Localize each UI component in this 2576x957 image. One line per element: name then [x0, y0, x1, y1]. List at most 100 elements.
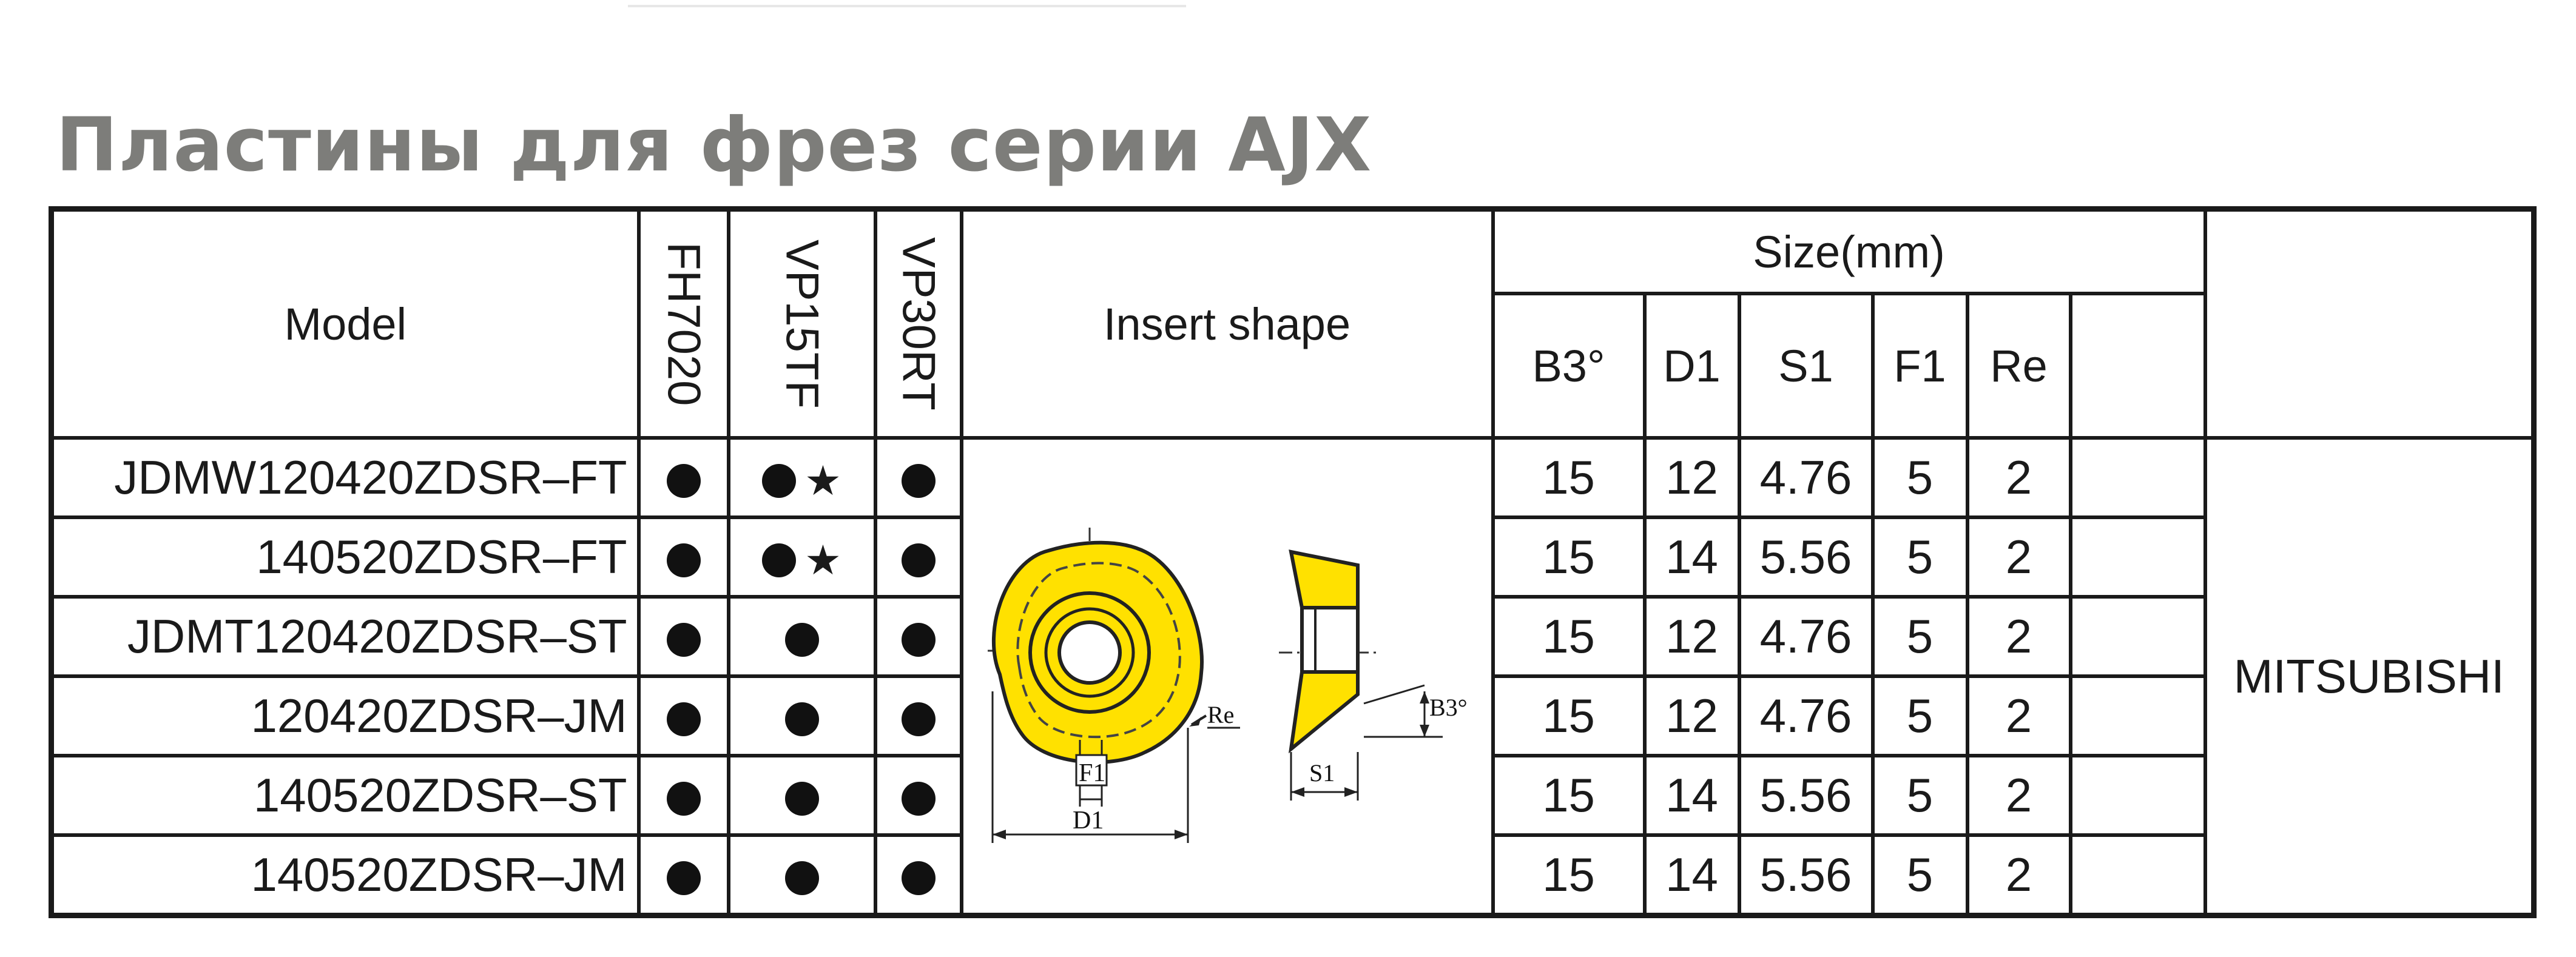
size-cell-d1: 12	[1642, 436, 1741, 519]
size-cell-re: 2	[1965, 515, 2072, 599]
size-cell-re: 2	[1965, 833, 2072, 918]
size-cell-f1: 5	[1870, 833, 1969, 918]
insert-shape-cell: Re F1 D1	[959, 436, 1495, 918]
availability-dot-icon	[901, 543, 936, 578]
availability-dot-icon	[901, 702, 936, 737]
grade-cell-vp30rt	[873, 595, 963, 678]
size-cell-b3: 15	[1491, 833, 1647, 918]
model-cell: 140520ZDSR–JM	[49, 833, 641, 918]
insert-spec-table: Model FH7020 VP15TF VP30RT Insert shape …	[49, 206, 2537, 918]
size-header-f1: F1	[1870, 292, 1969, 440]
size-cell-re: 2	[1965, 595, 2072, 678]
grade-cell-fh7020	[636, 674, 730, 757]
size-cell-blank	[2068, 754, 2207, 837]
model-cell: 120420ZDSR–JM	[49, 674, 641, 757]
grade-cell-vp30rt	[873, 515, 963, 599]
size-cell-d1: 14	[1642, 515, 1741, 599]
size-cell-blank	[2068, 515, 2207, 599]
grade-cell-fh7020	[636, 515, 730, 599]
grade-cell-vp15tf: ★	[726, 515, 877, 599]
size-header-d1: D1	[1642, 292, 1741, 440]
availability-dot-icon	[666, 702, 701, 737]
model-cell: 140520ZDSR–ST	[49, 754, 641, 837]
grade-cell-vp30rt	[873, 754, 963, 837]
size-cell-f1: 5	[1870, 515, 1969, 599]
availability-dot-icon	[784, 623, 819, 657]
size-header-b3: B3°	[1491, 292, 1647, 440]
availability-dot-icon	[784, 861, 819, 896]
insert-shape-diagram: Re F1 D1	[987, 528, 1468, 843]
size-cell-d1: 14	[1642, 754, 1741, 837]
size-cell-s1: 5.56	[1737, 754, 1875, 837]
star-icon: ★	[804, 536, 841, 585]
page-title: Пластины для фрез серии AJX	[56, 102, 1372, 188]
size-cell-blank	[2068, 833, 2207, 918]
size-cell-b3: 15	[1491, 595, 1647, 678]
manufacturer-header	[2203, 207, 2536, 440]
diagram-label-d1: D1	[1073, 807, 1104, 834]
size-cell-s1: 4.76	[1737, 595, 1875, 678]
model-cell: JDMW120420ZDSR–FT	[49, 436, 641, 519]
size-cell-re: 2	[1965, 674, 2072, 757]
size-cell-s1: 5.56	[1737, 833, 1875, 918]
size-cell-b3: 15	[1491, 436, 1647, 519]
availability-dot-icon	[784, 702, 819, 737]
availability-dot-icon	[666, 464, 701, 499]
model-cell: JDMT120420ZDSR–ST	[49, 595, 641, 678]
size-cell-f1: 5	[1870, 436, 1969, 519]
grade-label: VP30RT	[892, 237, 945, 411]
diagram-label-re: Re	[1207, 701, 1234, 728]
grade-cell-fh7020	[636, 833, 730, 918]
size-cell-blank	[2068, 436, 2207, 519]
star-icon: ★	[804, 457, 841, 505]
availability-dot-icon	[666, 543, 701, 578]
availability-dot-icon	[666, 782, 701, 816]
size-cell-s1: 4.76	[1737, 436, 1875, 519]
size-cell-b3: 15	[1491, 515, 1647, 599]
header-row-sizes: B3° D1 S1 F1 Re	[52, 292, 2534, 440]
table-row: 140520ZDSR–JM 15 14 5.56 5 2	[49, 833, 2534, 918]
grade-cell-vp30rt	[873, 436, 963, 519]
diagram-label-s1: S1	[1309, 759, 1335, 787]
header-row-top: Model FH7020 VP15TF VP30RT Insert shape …	[49, 207, 2536, 440]
table-row: JDMT120420ZDSR–ST 15 12 4.76 5 2	[49, 595, 2534, 678]
size-cell-f1: 5	[1870, 595, 1969, 678]
size-cell-b3: 15	[1491, 674, 1647, 757]
insert-side-view-icon	[1288, 549, 1360, 754]
size-cell-d1: 14	[1642, 833, 1741, 918]
manufacturer-cell: MITSUBISHI	[2203, 436, 2536, 918]
size-cell-s1: 4.76	[1737, 674, 1875, 757]
grade-label: FH7020	[658, 241, 710, 406]
grade-cell-fh7020	[636, 754, 730, 837]
grade-cell-vp15tf: ★	[726, 436, 877, 519]
size-header-re: Re	[1965, 292, 2072, 440]
grade-cell-vp15tf	[726, 833, 877, 918]
diagram-label-b3: B3°	[1429, 694, 1468, 721]
table-row: 140520ZDSR–ST 15 14 5.56 5 2	[49, 754, 2534, 837]
availability-dot-icon	[666, 623, 701, 657]
size-cell-re: 2	[1965, 754, 2072, 837]
availability-dot-icon	[762, 464, 797, 499]
availability-dot-icon	[784, 782, 819, 816]
availability-dot-icon	[901, 861, 936, 896]
table-row: 120420ZDSR–JM 15 12 4.76 5 2	[49, 674, 2534, 757]
grade-header-vp15tf: VP15TF	[726, 207, 877, 440]
size-cell-blank	[2068, 674, 2207, 757]
size-cell-s1: 5.56	[1737, 515, 1875, 599]
grade-cell-vp30rt	[873, 833, 963, 918]
grade-cell-vp15tf	[726, 674, 877, 757]
grade-cell-vp15tf	[726, 595, 877, 678]
size-cell-d1: 12	[1642, 595, 1741, 678]
model-cell: 140520ZDSR–FT	[49, 515, 641, 599]
model-header: Model	[49, 207, 641, 440]
diagram-label-f1: F1	[1079, 759, 1105, 787]
insert-top-view-icon	[991, 540, 1204, 764]
insert-shape-header: Insert shape	[959, 207, 1495, 440]
size-header-s1: S1	[1737, 292, 1875, 440]
grade-header-fh7020: FH7020	[636, 207, 730, 440]
availability-dot-icon	[901, 782, 936, 816]
size-group-header: Size(mm)	[1491, 207, 2207, 295]
size-cell-f1: 5	[1870, 674, 1969, 757]
table-row: JDMW120420ZDSR–FT ★	[49, 436, 2536, 918]
size-cell-b3: 15	[1491, 754, 1647, 837]
